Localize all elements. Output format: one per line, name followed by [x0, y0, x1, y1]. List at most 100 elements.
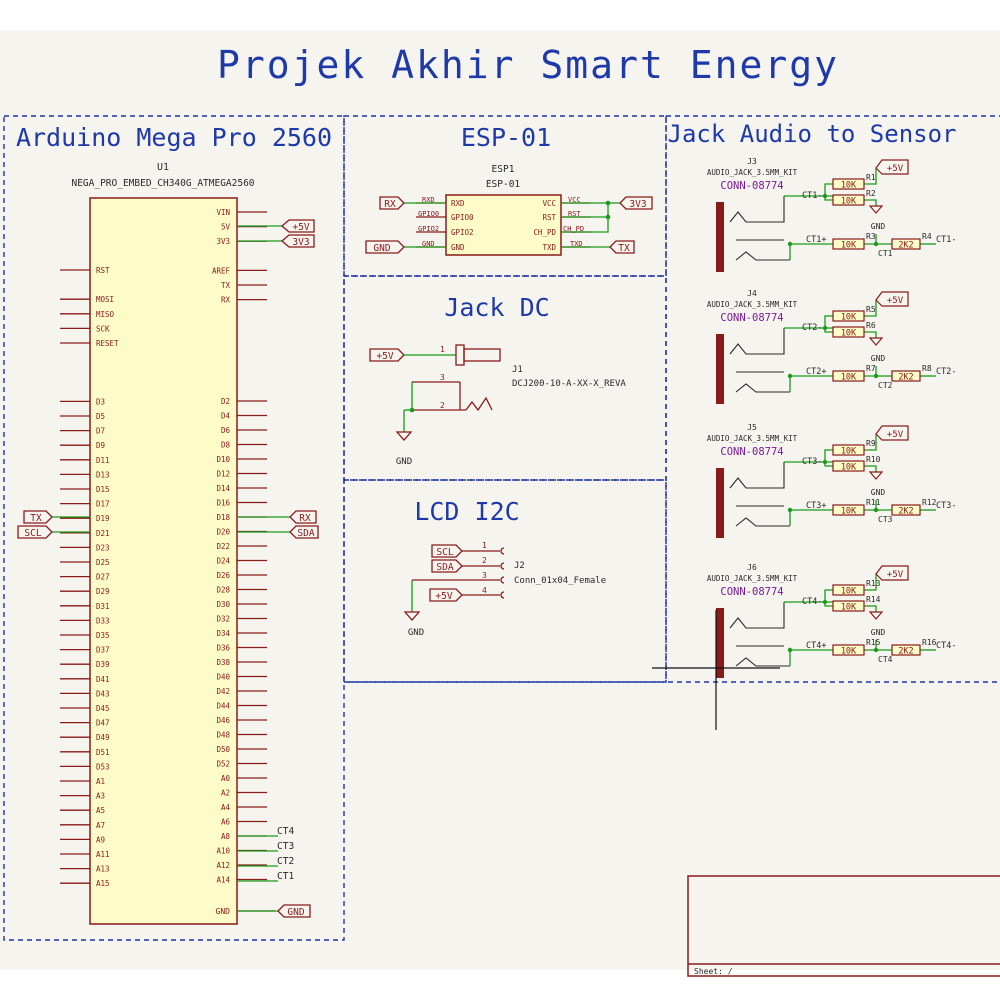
svg-text:SDA: SDA	[297, 528, 314, 539]
esp-outer-gpio2: GPIO2	[418, 225, 439, 233]
jack-contacts	[729, 196, 790, 261]
resistor-ref: R9	[866, 439, 876, 448]
ct-label-ct1: CT1	[277, 871, 294, 882]
net-label-5v-jackdc: +5V	[369, 348, 405, 362]
svg-text:TX: TX	[618, 243, 630, 254]
svg-text:SCL: SCL	[24, 528, 41, 539]
u1-right-pin-label: D4	[221, 412, 231, 421]
svg-text:10K: 10K	[841, 603, 857, 613]
u1-left-pin-label: D3	[96, 397, 105, 406]
u1-right-pin-label: D6	[221, 426, 231, 435]
resistor-ref: R12	[922, 498, 937, 507]
resistor-ref: R7	[866, 364, 876, 373]
u1-body	[89, 197, 238, 925]
u1-right-pin-label: A8	[221, 832, 231, 841]
svg-text:+5V: +5V	[887, 430, 904, 440]
ct-minus-label: CT4-	[802, 597, 822, 607]
section-title-lcd: LCD I2C	[414, 497, 519, 526]
jack-body	[716, 202, 724, 272]
bias-label: CT2	[878, 381, 893, 390]
lcd-pin-4: 4	[482, 586, 487, 595]
net-label-gnd-u1: GND	[277, 904, 311, 918]
svg-text:10K: 10K	[841, 507, 857, 517]
resistor-ref: R6	[866, 321, 876, 330]
u1-right-pin-label: A6	[221, 818, 231, 827]
section-title-esp: ESP-01	[461, 123, 551, 152]
net-label-5v-jack: +5V	[875, 291, 909, 307]
svg-text:10K: 10K	[841, 181, 857, 191]
jack-gnd-label: GND	[871, 354, 886, 363]
net-label-5v-jack: +5V	[875, 159, 909, 175]
jack-kit: AUDIO_JACK_3.5MM_KIT	[707, 434, 798, 443]
resistor-ref: R8	[922, 364, 932, 373]
u1-right-top-pin-label: 5V	[221, 223, 231, 232]
jackdc-symbol	[404, 344, 501, 412]
u1-left-pin-label: D25	[96, 558, 110, 567]
esp-value: ESP-01	[486, 179, 521, 190]
u1-left-pin-label: D41	[96, 675, 110, 684]
jack-body	[716, 608, 724, 678]
u1-right-pin-label: A4	[221, 803, 231, 812]
gnd-symbol-jack	[868, 337, 884, 346]
net-label-scl-u1: SCL	[17, 525, 53, 539]
ct-plus-label: CT3+	[806, 501, 826, 511]
gnd-symbol-jack	[868, 611, 884, 620]
section-title-jackaudio: Jack Audio to Sensor	[668, 120, 957, 148]
ct-label-ct3: CT3	[277, 841, 294, 852]
u1-left-pins: RSTMOSIMISOSCKRESETD3D5D7D9D11D13D15D17D…	[60, 266, 119, 888]
esp-outer-gpio0: GPIO0	[418, 210, 439, 218]
gnd-symbol-lcd	[403, 611, 421, 621]
jack-body	[716, 334, 724, 404]
svg-text:TX: TX	[30, 513, 42, 524]
esp-outer-rst: RST	[568, 210, 581, 218]
net-label-tx-u1: TX	[23, 510, 53, 524]
ct-out-label: CT4-	[936, 641, 956, 651]
u1-right-pin-label: D42	[216, 687, 230, 696]
u1-right-pin-label: D52	[216, 760, 230, 769]
u1-right-pin-label: A14	[216, 876, 230, 885]
u1-right-pin-label: D30	[216, 600, 230, 609]
u1-right-pin-label: A12	[216, 861, 230, 870]
u1-left-pin-label: SCK	[96, 324, 110, 333]
jack-kit: AUDIO_JACK_3.5MM_KIT	[707, 300, 798, 309]
u1-left-pin-label: D27	[96, 573, 110, 582]
ct-out-label: CT3-	[936, 501, 956, 511]
jack-gnd-label: GND	[871, 222, 886, 231]
u1-left-pin-label: D13	[96, 470, 110, 479]
net-label-tx-esp: TX	[609, 240, 635, 254]
esp-pin-gnd: GND	[451, 243, 465, 252]
esp-outer-txd: TXD	[570, 240, 583, 248]
gnd-symbol-jack	[868, 205, 884, 214]
u1-right-pin-label: D26	[216, 571, 230, 580]
u1-left-pin-label: A3	[96, 792, 105, 801]
svg-text:3V3: 3V3	[629, 199, 646, 210]
u1-left-pin-label: D31	[96, 602, 110, 611]
svg-text:+5V: +5V	[887, 570, 904, 580]
lcd-connector	[412, 547, 505, 599]
jack-gnd-label: GND	[871, 628, 886, 637]
resistor-ref: R13	[866, 579, 881, 588]
resistor-ref: R3	[866, 232, 876, 241]
u1-right-pin-label: D24	[216, 557, 230, 566]
u1-right-pin-label: D36	[216, 644, 230, 653]
u1-left-pin-label: D51	[96, 748, 110, 757]
jackdc-pin-3: 3	[440, 373, 445, 382]
u1-right-pin-label: D2	[221, 397, 230, 406]
svg-text:10K: 10K	[841, 647, 857, 657]
net-label-3v3-esp: 3V3	[619, 196, 653, 210]
esp-pin-txd: TXD	[542, 243, 556, 252]
jack-conn: CONN-08774	[720, 446, 783, 458]
ct-plus-label: CT1+	[806, 235, 826, 245]
u1-left-pin-label: D47	[96, 719, 110, 728]
u1-left-pin-label: RESET	[96, 339, 119, 348]
jack-body	[716, 468, 724, 538]
svg-text:SDA: SDA	[436, 562, 453, 573]
svg-text:10K: 10K	[841, 197, 857, 207]
u1-right-pin-label: A2	[221, 789, 230, 798]
esp-outer-vcc: VCC	[568, 196, 581, 204]
esp-pin-chpd: CH_PD	[533, 228, 556, 237]
